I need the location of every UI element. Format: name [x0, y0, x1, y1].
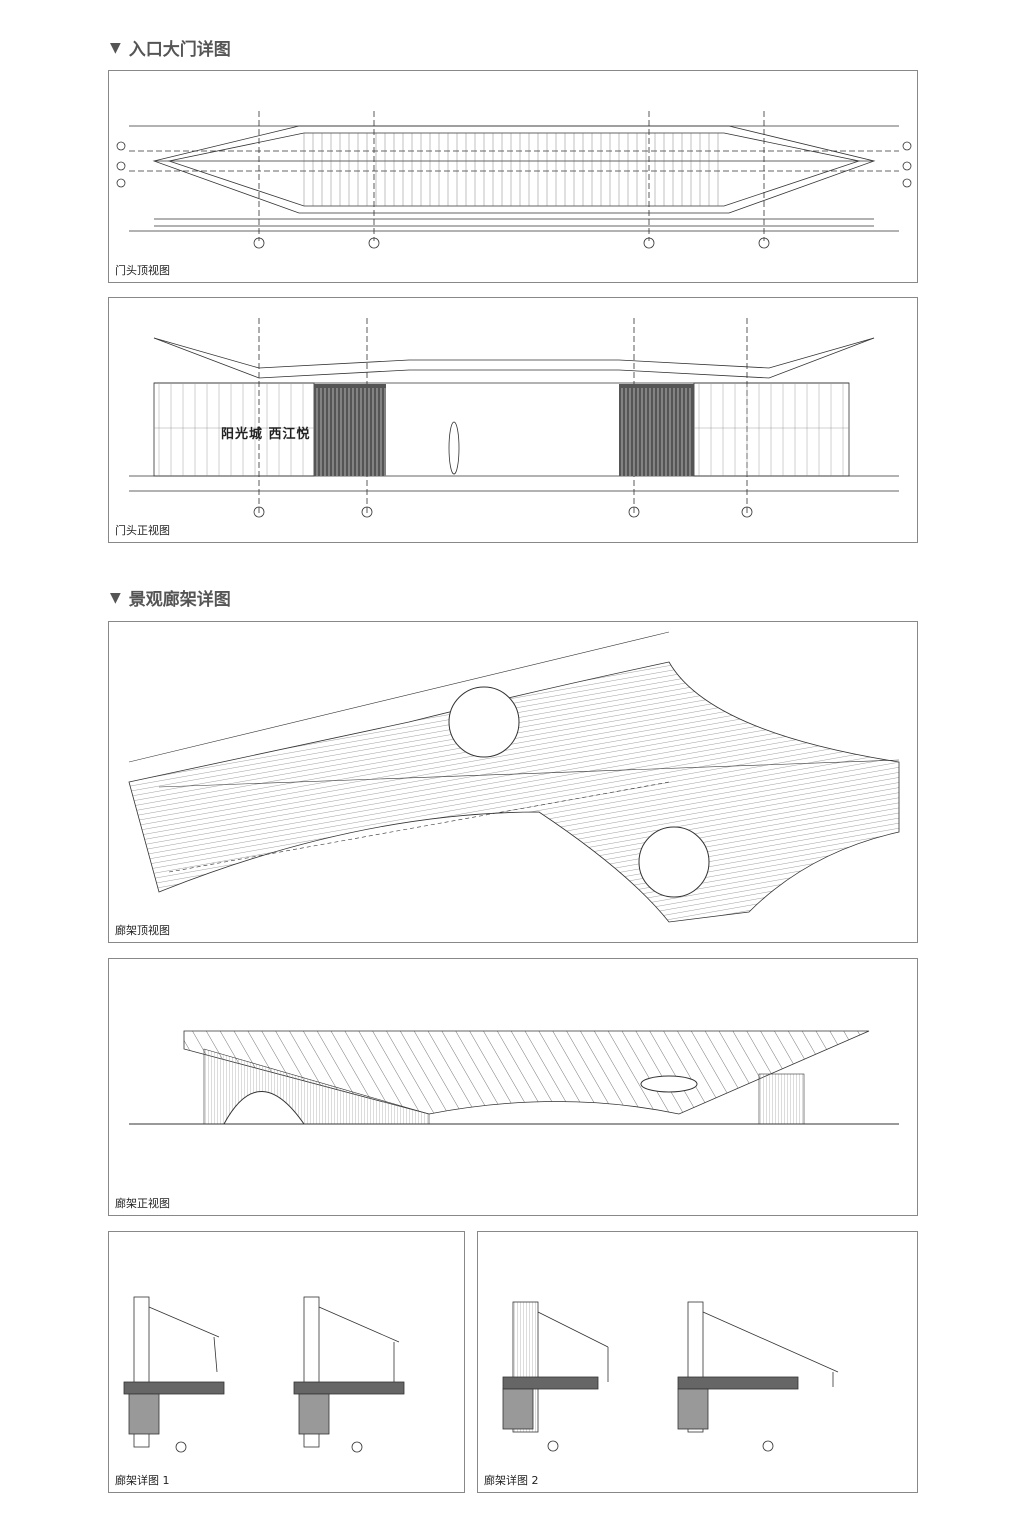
detail-1-drawing	[123, 1296, 405, 1453]
detail-1-panel: 廊架详图 1	[108, 1231, 465, 1493]
panel-caption: 廊架详图 2	[484, 1474, 539, 1487]
pergola-top-view-panel: 廊架顶视图	[108, 621, 918, 943]
pergola-front-view-drawing	[129, 1030, 899, 1125]
detail-2-drawing	[502, 1301, 839, 1452]
gate-top-view-drawing	[116, 111, 912, 249]
panel-caption: 廊架正视图	[115, 1197, 170, 1210]
gate-sign-text: 阳光城 西江悦	[221, 427, 311, 442]
gate-front-view-panel: 阳光城 西江悦 门头正视图	[108, 297, 918, 543]
panel-caption: 廊架顶视图	[115, 924, 170, 937]
section-title: 入口大门详图	[128, 40, 231, 60]
detail-2-panel: 廊架详图 2	[477, 1231, 918, 1493]
section-heading-gate: ▼ 入口大门详图	[110, 35, 231, 61]
panel-caption: 廊架详图 1	[115, 1474, 170, 1487]
gate-top-view-panel: 门头顶视图	[108, 70, 918, 283]
triangle-down-icon: ▼	[110, 589, 121, 606]
panel-caption: 门头正视图	[115, 524, 170, 537]
section-heading-pergola: ▼ 景观廊架详图	[110, 585, 231, 611]
triangle-down-icon: ▼	[110, 39, 121, 56]
panel-caption: 门头顶视图	[115, 264, 170, 277]
gate-front-view-drawing	[129, 318, 899, 518]
pergola-front-view-panel: 廊架正视图	[108, 958, 918, 1216]
section-title: 景观廊架详图	[128, 590, 231, 610]
pergola-top-view-drawing	[128, 631, 900, 923]
